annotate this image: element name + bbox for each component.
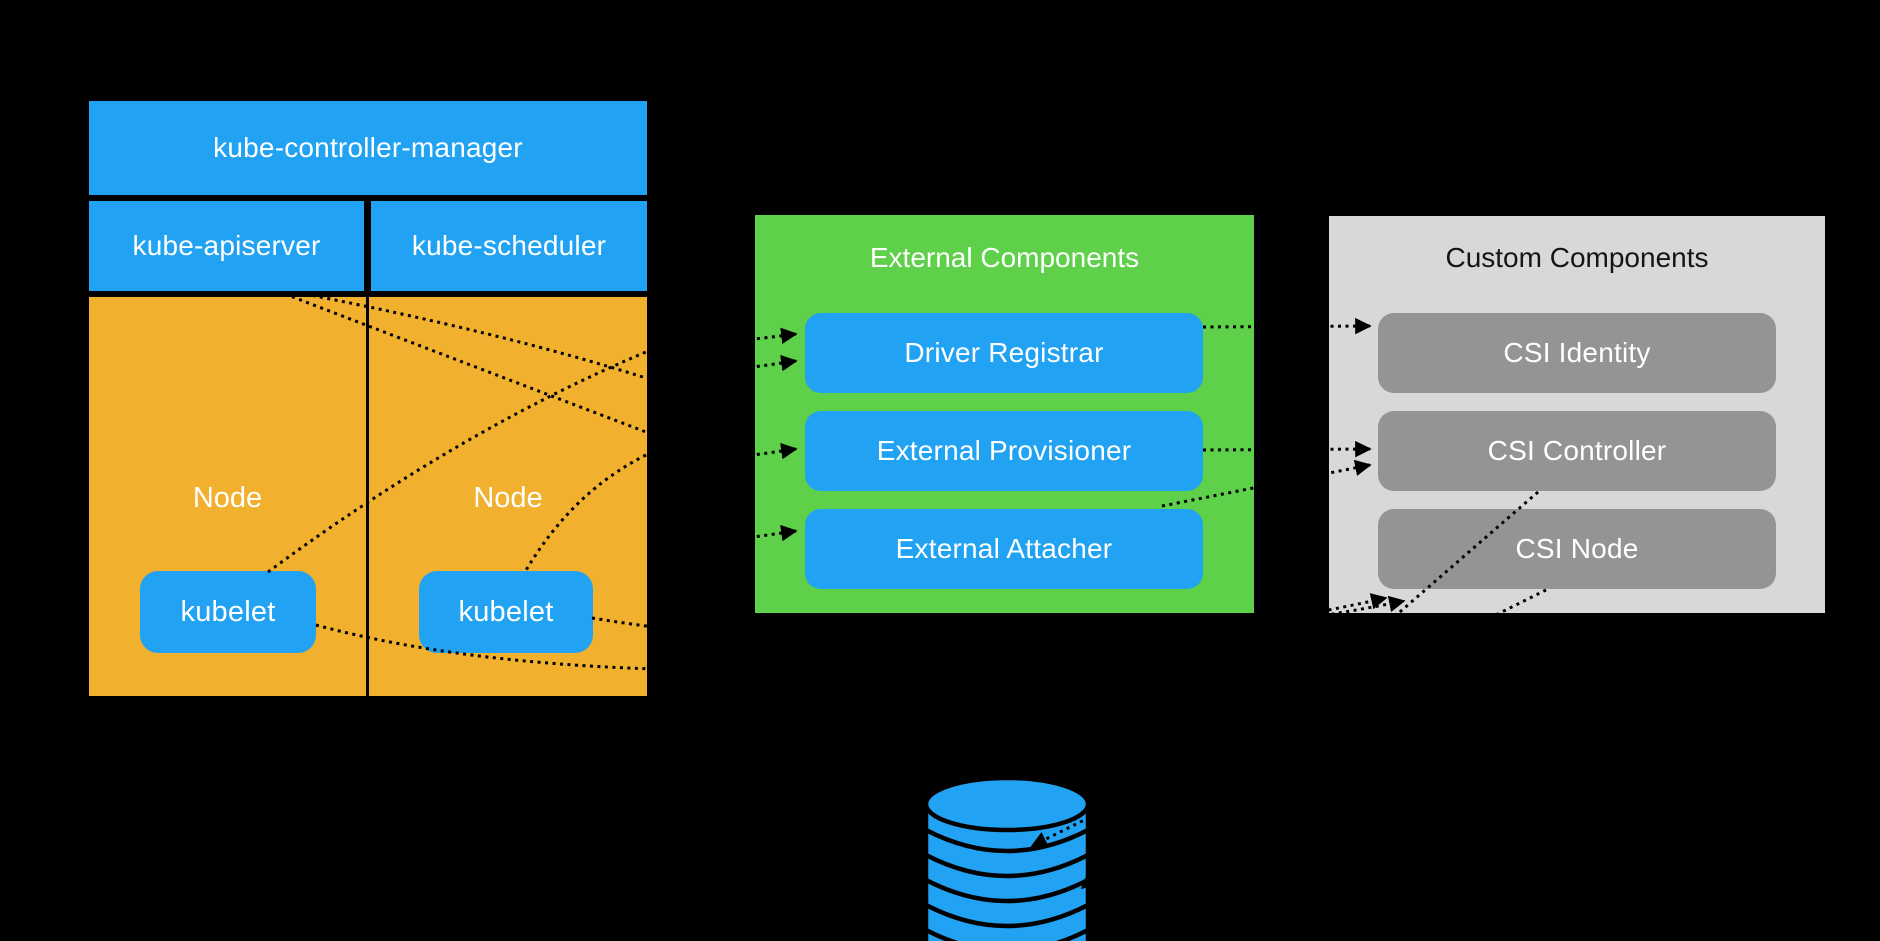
csi-identity-label: CSI Identity	[1503, 337, 1651, 368]
custom-components-title: Custom Components	[1445, 242, 1709, 273]
kube-controller-manager-box: kube-controller-manager	[89, 101, 647, 195]
csi-node-label: CSI Node	[1515, 533, 1639, 564]
kube-scheduler-label: kube-scheduler	[411, 230, 607, 261]
external-attacher-label: External Attacher	[895, 533, 1113, 564]
external-components-title: External Components	[869, 242, 1140, 273]
external-attacher-box: External Attacher	[805, 509, 1203, 589]
kubelet-1-box: kubelet	[140, 571, 316, 653]
kube-apiserver-label: kube-apiserver	[132, 230, 321, 261]
external-provisioner-box: External Provisioner	[805, 411, 1203, 491]
kubelet-2-label: kubelet	[458, 595, 554, 628]
csi-identity-box: CSI Identity	[1378, 313, 1776, 393]
node-2-label: Node	[473, 481, 543, 514]
csi-node-box: CSI Node	[1378, 509, 1776, 589]
kube-controller-manager-label: kube-controller-manager	[213, 132, 523, 163]
node-1-label: Node	[192, 481, 263, 514]
csi-controller-box: CSI Controller	[1378, 411, 1776, 491]
kubelet-2-box: kubelet	[419, 571, 593, 653]
external-provisioner-label: External Provisioner	[876, 435, 1132, 466]
kube-apiserver-box: kube-apiserver	[89, 201, 364, 291]
driver-registrar-label: Driver Registrar	[904, 337, 1104, 368]
kubelet-1-label: kubelet	[180, 595, 276, 628]
edge-csi-node-to-storage	[1030, 588, 1547, 848]
kube-scheduler-box: kube-scheduler	[371, 201, 647, 291]
csi-controller-label: CSI Controller	[1487, 435, 1667, 466]
driver-registrar-box: Driver Registrar	[805, 313, 1203, 393]
database-cylinder-icon	[923, 775, 1091, 941]
